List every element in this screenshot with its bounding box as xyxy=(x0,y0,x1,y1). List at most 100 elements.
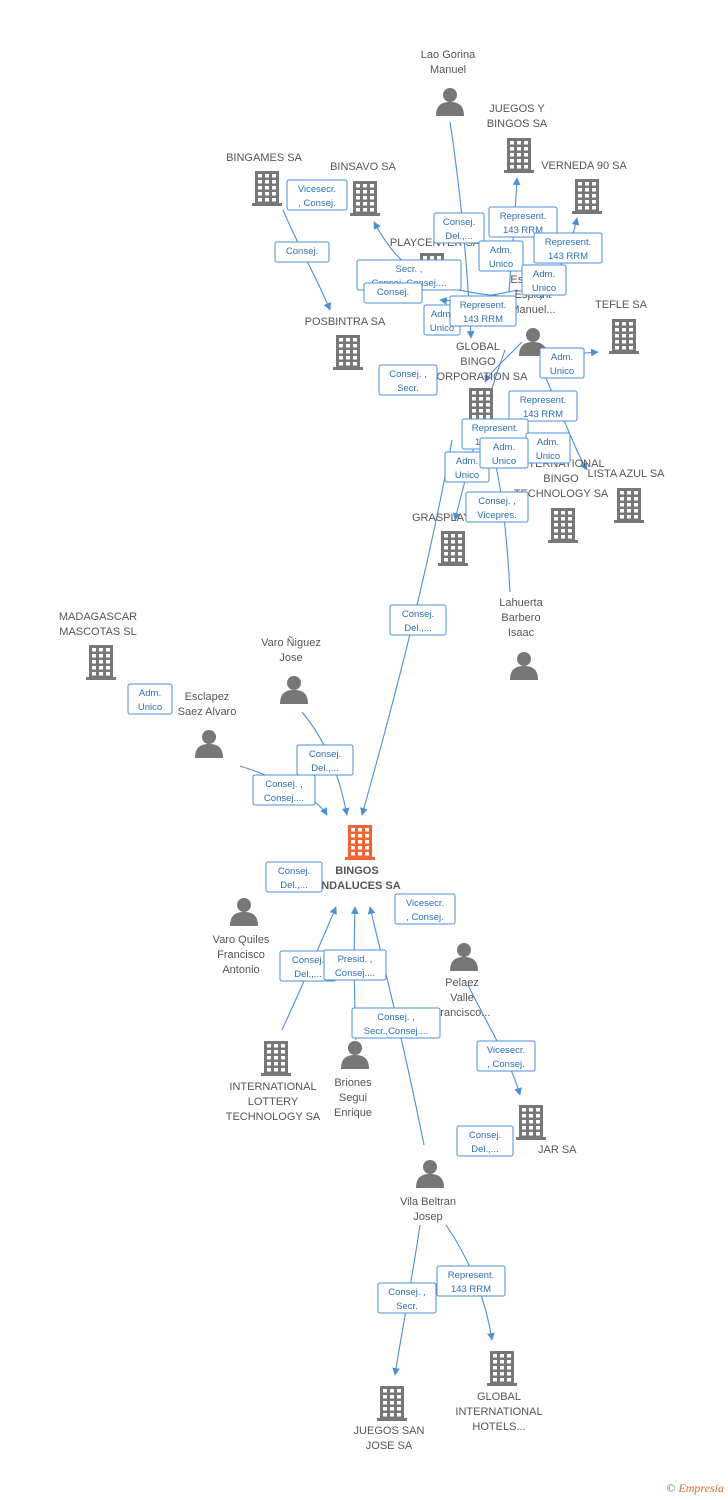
person-icon xyxy=(436,88,464,116)
building-icon xyxy=(614,488,644,523)
edge-role-label[interactable]: Consej. Del.,... xyxy=(296,744,354,776)
edge-role-label[interactable]: Consej. ,Secr. xyxy=(378,364,438,396)
edge-role-label[interactable]: Consej.Del.,... xyxy=(456,1125,514,1157)
edge-role-text: Represent. xyxy=(460,300,506,311)
brand-logo[interactable]: Empresia xyxy=(678,1481,724,1495)
building-icon xyxy=(86,645,116,680)
edge-role-label[interactable]: Consej. ,Secr. xyxy=(377,1282,437,1314)
edge-pelaez-to-jar xyxy=(467,984,522,1096)
node-verneda[interactable]: VERNEDA 90 SA xyxy=(541,160,627,214)
building-icon xyxy=(438,531,468,566)
node-label-line: Varo Ñiguez xyxy=(261,636,321,649)
edge-role-label[interactable]: Vicesecr. , Consej. xyxy=(286,179,348,211)
building-icon xyxy=(333,335,363,370)
building-icon xyxy=(466,388,496,423)
edge-role-label[interactable]: Adm. Unico xyxy=(479,437,529,469)
edge-role-label[interactable]: Represent.143 RRM xyxy=(449,295,517,327)
edge-role-label[interactable]: Represent.143 RRM xyxy=(533,232,603,264)
node-label-line: MADAGASCAR xyxy=(59,611,137,623)
edge-labels-layer: Vicesecr. , Consej. Consej. Consej. Del.,...… xyxy=(127,179,603,1314)
edge-role-label[interactable]: Adm.Unico xyxy=(444,451,490,483)
node-label-line: Manuel xyxy=(430,64,466,76)
node-label-line: HOTELS... xyxy=(472,1421,525,1433)
edge-role-text: Consej. xyxy=(309,749,341,760)
edge-role-text: Del.,... xyxy=(311,763,338,774)
edge-role-label[interactable]: Consej. ,Secr.,Consej.... xyxy=(351,1007,441,1039)
edge-role-label[interactable]: Adm.Unico xyxy=(127,683,173,715)
edge-role-label[interactable]: Consej.Del.,... xyxy=(389,604,447,636)
edge-role-text: , Consej. xyxy=(406,912,444,923)
building-icon xyxy=(504,138,534,173)
node-pelaez[interactable]: PelaezValleFrancisco... xyxy=(434,943,491,1019)
building-icon xyxy=(252,171,282,206)
edge-role-text: Unico xyxy=(532,283,556,294)
node-label-line: Lao Gorina xyxy=(421,49,476,61)
edge-role-text: Vicepres. xyxy=(477,510,516,521)
node-label-line: VERNEDA 90 SA xyxy=(541,160,627,172)
node-jar[interactable]: JAR SA xyxy=(516,1105,577,1156)
edge-role-text: Adm. xyxy=(533,269,555,280)
node-lista-azul[interactable]: LISTA AZUL SA xyxy=(587,468,665,523)
edge-role-label[interactable]: Consej.Del.,... xyxy=(433,212,485,244)
building-icon xyxy=(377,1386,407,1421)
edge-role-label[interactable]: Adm.Unico xyxy=(525,432,571,464)
edge-role-text: 143 RRM xyxy=(503,225,543,236)
person-icon xyxy=(510,652,538,680)
node-label-line: Briones xyxy=(334,1077,372,1089)
node-label-line: Francisco xyxy=(217,949,265,961)
node-binsavo[interactable]: BINSAVO SA xyxy=(330,161,397,216)
node-posbintra[interactable]: POSBINTRA SA xyxy=(305,316,386,370)
edge-role-label[interactable]: Vicesecr., Consej. xyxy=(394,893,456,925)
node-bingames[interactable]: BINGAMES SA xyxy=(226,152,303,206)
edge-role-label[interactable]: Represent.143 RRM xyxy=(436,1265,506,1297)
edge-role-label[interactable]: Represent.143 RRM xyxy=(488,206,558,238)
edge-role-label[interactable]: Adm.Unico xyxy=(539,347,585,379)
node-label-line: Jose xyxy=(279,652,302,664)
edge-role-label[interactable]: Consej. xyxy=(363,282,423,304)
edge-role-label[interactable]: Consej. ,Vicepres. xyxy=(465,491,529,523)
node-label-line: ANDALUCES SA xyxy=(313,880,400,892)
edge-role-text: Adm. xyxy=(490,245,512,256)
edge-role-label[interactable]: Vicesecr. , Consej. xyxy=(476,1040,536,1072)
edge-role-text: , Consej. xyxy=(298,198,336,209)
edge-role-label[interactable]: Consej.Del.,... xyxy=(265,861,323,893)
person-icon xyxy=(341,1041,369,1069)
edge-role-label[interactable]: Adm. Unico xyxy=(521,264,567,296)
edge-role-text: Unico xyxy=(492,456,516,467)
edge-role-text: Vicesecr. xyxy=(298,184,336,195)
edge-role-text: Secr. , xyxy=(396,264,423,275)
building-icon xyxy=(487,1351,517,1386)
edge-role-text: Adm. xyxy=(493,442,515,453)
edge-role-text: Vicesecr. xyxy=(487,1045,525,1056)
edge-role-label[interactable]: Consej.Del.,... xyxy=(279,950,337,982)
building-icon xyxy=(516,1105,546,1140)
edge-role-label[interactable]: Consej. ,Consej.... xyxy=(252,774,316,806)
edge-role-label[interactable]: Consej. xyxy=(274,241,330,263)
node-global-int-hotels[interactable]: GLOBALINTERNATIONALHOTELS... xyxy=(455,1351,543,1433)
edge-role-label[interactable]: Adm.Unico xyxy=(478,240,524,272)
node-tefle[interactable]: TEFLE SA xyxy=(595,299,648,354)
building-icon xyxy=(345,825,375,860)
edge-esplugas-to-lista_azul xyxy=(539,364,588,471)
edge-role-text: Del.,... xyxy=(445,231,472,242)
edge-role-label[interactable]: Represent.143 RRM xyxy=(508,390,578,422)
node-label-line: BINGO xyxy=(543,473,579,485)
edge-role-text: Adm. xyxy=(456,456,478,467)
edge-role-text: , Consej. xyxy=(487,1059,525,1070)
edge-role-text: Consej. xyxy=(469,1130,501,1141)
edge-role-label[interactable]: Presid. ,Consej.... xyxy=(323,949,387,981)
building-icon xyxy=(609,319,639,354)
